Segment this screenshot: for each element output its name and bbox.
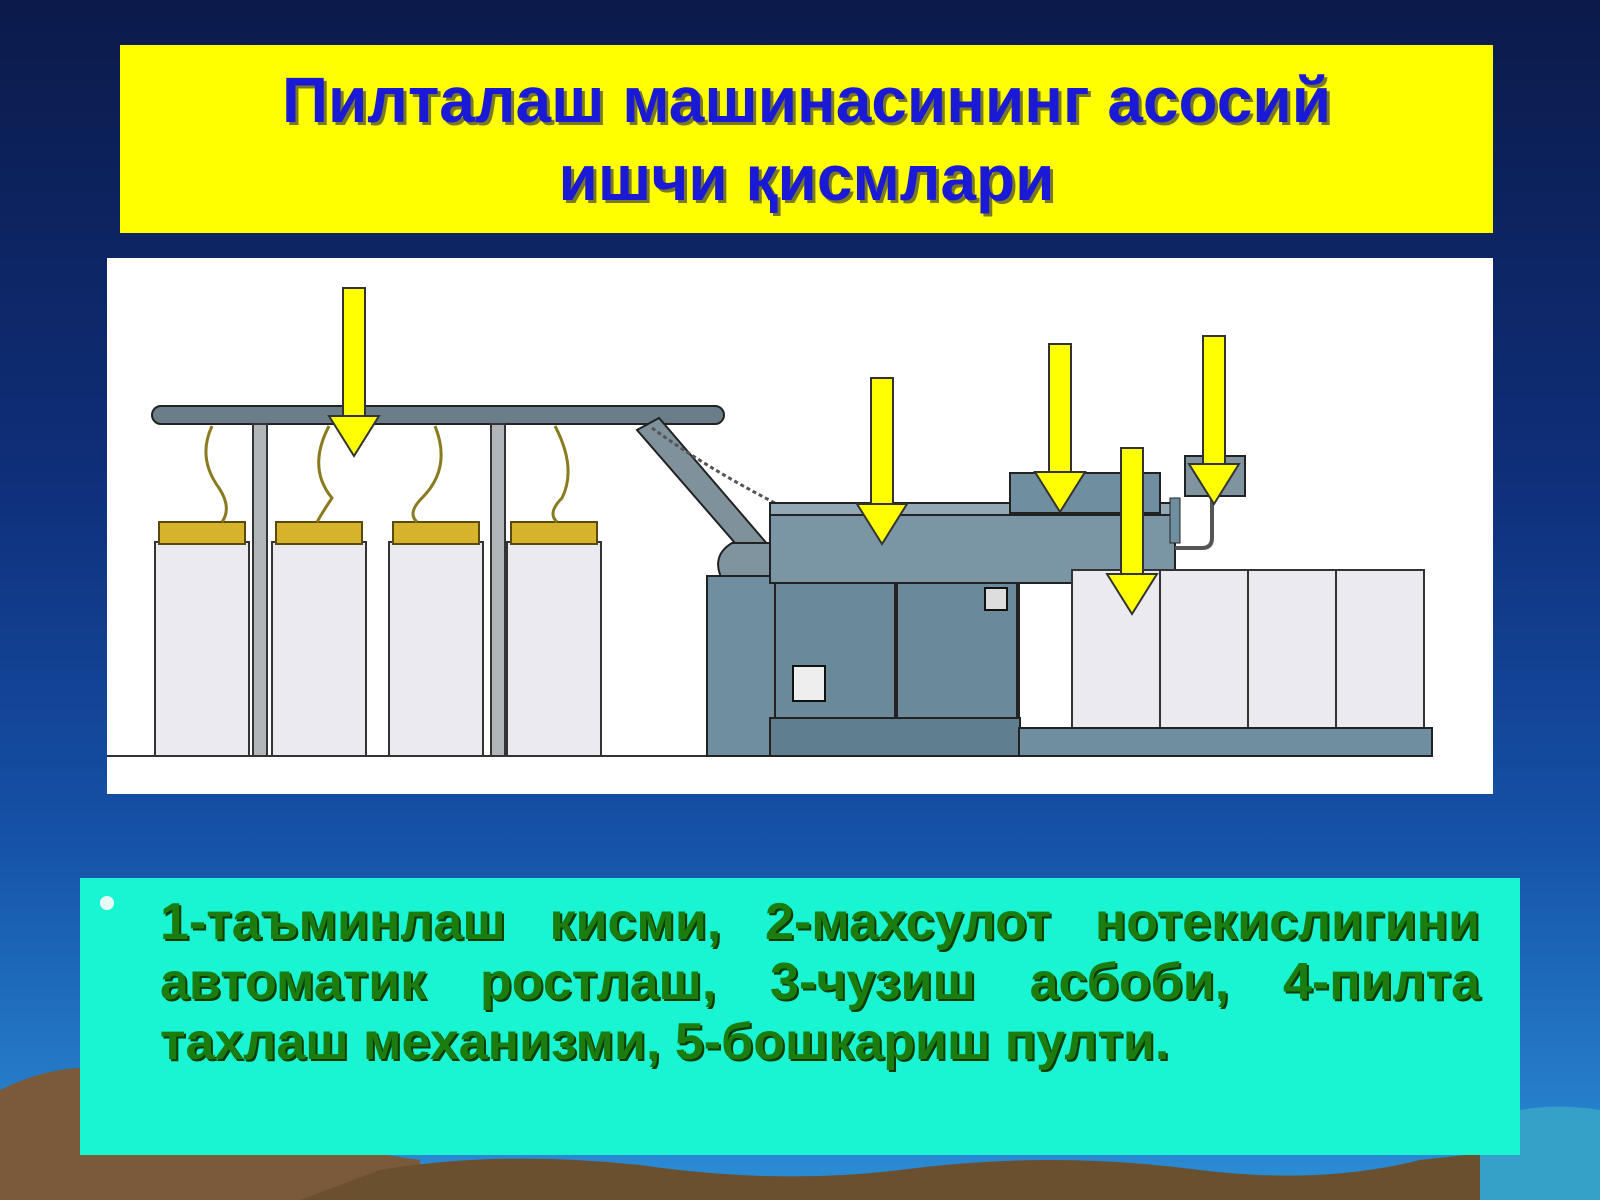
creel-frame <box>151 405 777 757</box>
arrow-1 <box>327 287 381 458</box>
drawframe-illustration <box>107 287 1433 757</box>
title-banner: Пилталаш машинасининг асосий ишчи қисмла… <box>120 45 1493 233</box>
arrow-2 <box>855 377 909 546</box>
arrow-5 <box>1187 335 1241 506</box>
machine-body <box>706 472 1181 757</box>
feed-can <box>506 521 602 757</box>
caption-text: 1-таъминлаш кисми, 2-махсулот нотекислиг… <box>160 893 1480 1071</box>
delivery-cans <box>1018 569 1433 757</box>
feed-cans <box>154 425 602 757</box>
title-line-2: ишчи қисмлари <box>558 142 1055 214</box>
arrow-3 <box>1033 343 1087 514</box>
feed-can <box>271 521 367 757</box>
feed-can <box>388 521 484 757</box>
pointer-arrows <box>327 287 1241 616</box>
title-line-1: Пилталаш машинасининг асосий <box>281 64 1332 136</box>
arrow-4 <box>1105 447 1159 616</box>
feed-can <box>154 521 250 757</box>
machine-diagram <box>107 258 1493 794</box>
bullet-dot <box>100 896 114 910</box>
caption-panel: 1-таъминлаш кисми, 2-махсулот нотекислиг… <box>80 878 1520 1155</box>
